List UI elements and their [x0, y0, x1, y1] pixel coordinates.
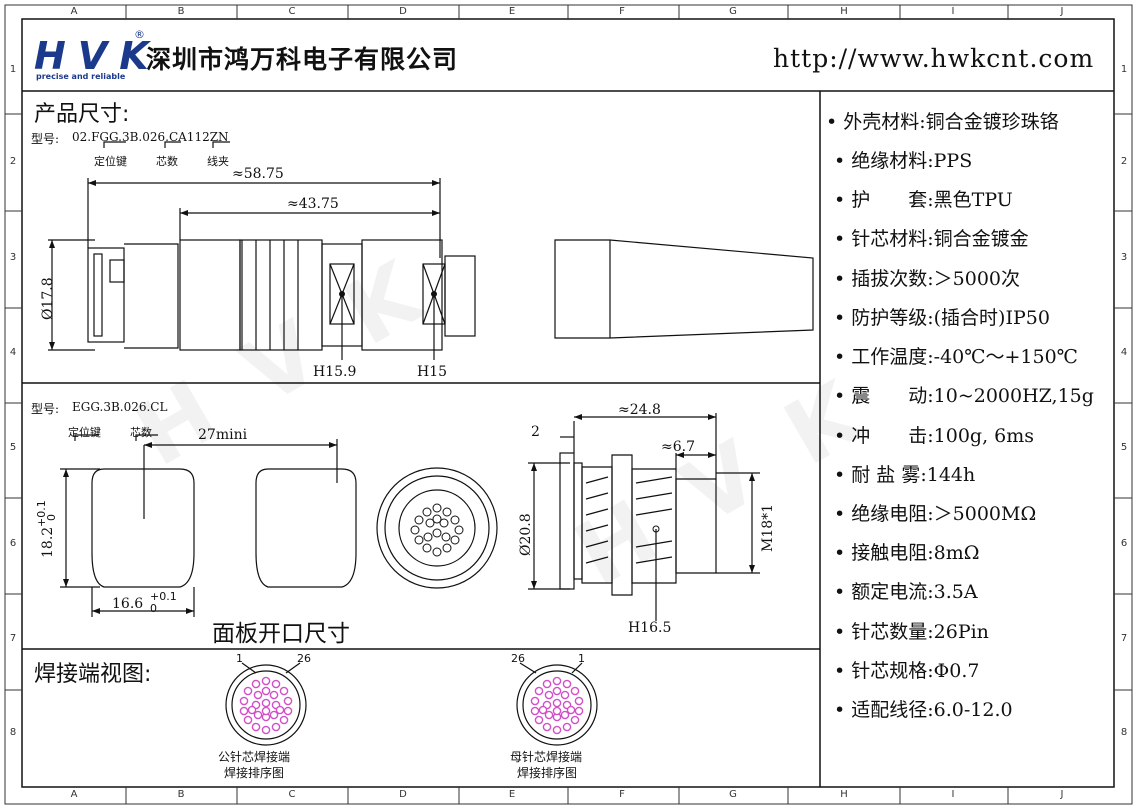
logo-text: HVK — [34, 34, 161, 78]
grid-col-label: I — [951, 789, 955, 800]
dim-cutout-width-tol-plus: +0.1 — [150, 590, 177, 603]
grid-row-label: 5 — [1120, 442, 1128, 453]
grid-col-label: E — [508, 6, 516, 17]
model-code: 02.FGG.3B.026.CA112ZN — [72, 130, 229, 144]
dim-receptacle-hex: H16.5 — [628, 620, 672, 636]
female-pin-label-1: 1 — [578, 652, 585, 665]
grid-col-label: J — [1060, 6, 1064, 17]
grid-col-label: G — [729, 6, 737, 17]
section-title-solder: 焊接端视图: — [34, 662, 152, 687]
grid-row-label: 5 — [9, 442, 17, 453]
dim-cutout-spacing: 27mini — [198, 427, 248, 443]
grid-col-label: G — [729, 789, 737, 800]
grid-row-label: 1 — [9, 64, 17, 75]
grid-row-label: 8 — [1120, 727, 1128, 738]
grid-row-label: 1 — [1120, 64, 1128, 75]
female-caption-1: 母针芯焊接端 — [510, 750, 583, 764]
spec-vibration: • 震 动:10~2000HZ,15g — [834, 385, 1094, 407]
female-caption-2: 焊接排序图 — [517, 766, 578, 780]
grid-col-label: C — [288, 6, 296, 17]
spec-sleeve: • 护 套:黑色TPU — [834, 189, 1013, 211]
dim-hex-1: H15.9 — [313, 364, 357, 380]
grid-col-label: D — [399, 789, 407, 800]
grid-col-label: D — [399, 6, 407, 17]
dim-cutout-width-tol-minus: 0 — [150, 602, 157, 615]
spec-contact-resistance: • 接触电阻:8mΩ — [834, 542, 980, 564]
panel-callout-key: 定位键 — [68, 426, 101, 439]
spec-shell-material: • 外壳材料:铜合金镀珍珠铬 — [826, 111, 1059, 133]
company-logo: HVK ® precise and reliable — [34, 28, 161, 81]
grid-row-label: 3 — [1120, 252, 1128, 263]
grid-col-label: B — [177, 789, 185, 800]
callout-key: 定位键 — [94, 155, 127, 168]
dim-cutout-width: 16.6 — [112, 596, 144, 612]
dim-receptacle-length: ≈24.8 — [618, 402, 661, 418]
male-caption-1: 公针芯焊接端 — [218, 750, 291, 764]
female-pin-array — [530, 676, 584, 735]
grid-row-label: 8 — [9, 727, 17, 738]
grid-row-label: 4 — [9, 347, 17, 358]
callout-cores: 芯数 — [156, 155, 178, 168]
male-pin-label-1: 1 — [236, 652, 243, 665]
spec-pin-size: • 针芯规格:Φ0.7 — [834, 660, 980, 682]
company-name: 深圳市鸿万科电子有限公司 — [146, 45, 459, 74]
grid-row-label: 4 — [1120, 347, 1128, 358]
panel-model-prefix: 型号: — [31, 402, 60, 416]
spec-shock: • 冲 击:100g, 6ms — [834, 425, 1035, 447]
dim-flange: 2 — [531, 424, 540, 440]
grid-row-label: 6 — [1120, 538, 1128, 549]
section-title-product: 产品尺寸: — [34, 102, 130, 127]
male-pin-label-26: 26 — [297, 652, 311, 665]
spec-temperature: • 工作温度:-40℃～+150℃ — [834, 346, 1078, 368]
spec-pin-material: • 针芯材料:铜合金镀金 — [834, 228, 1029, 250]
spec-mating-cycles: • 插拔次数:＞5000次 — [834, 268, 1021, 290]
plug-drawing — [48, 141, 814, 360]
spec-insulation-material: • 绝缘材料:PPS — [834, 150, 973, 172]
grid-col-label: A — [70, 6, 78, 17]
solder-views — [225, 662, 598, 746]
grid-row-label: 7 — [9, 633, 17, 644]
grid-col-label: A — [70, 789, 78, 800]
spec-cable-diameter: • 适配线径:6.0-12.0 — [834, 699, 1013, 721]
company-url[interactable]: http://www.hwkcnt.com — [773, 44, 1095, 73]
grid-row-label: 2 — [1120, 156, 1128, 167]
model-prefix: 型号: — [31, 132, 60, 146]
grid-row-label: 6 — [9, 538, 17, 549]
panel-cutout-caption: 面板开口尺寸 — [212, 621, 350, 647]
spec-pin-count: • 针芯数量:26Pin — [834, 621, 989, 643]
grid-col-label: H — [840, 789, 848, 800]
spec-insulation-resistance: • 绝缘电阻:＞5000MΩ — [834, 503, 1037, 525]
grid-col-label: F — [619, 6, 625, 17]
registered-mark: ® — [134, 28, 145, 41]
grid-col-label: E — [508, 789, 516, 800]
grid-row-label: 3 — [9, 252, 17, 263]
callout-clamp: 线夹 — [207, 155, 229, 168]
grid-row-label: 7 — [1120, 633, 1128, 644]
logo-tagline: precise and reliable — [36, 72, 126, 81]
grid-col-label: J — [1060, 789, 1064, 800]
dim-tail: ≈6.7 — [661, 439, 695, 455]
grid-col-label: B — [177, 6, 185, 17]
male-caption-2: 焊接排序图 — [224, 766, 285, 780]
receptacle-drawing — [60, 413, 760, 621]
dim-hex-2: H15 — [417, 364, 448, 380]
spec-salt-spray: • 耐 盐 雾:144h — [834, 464, 976, 486]
dim-body-length: ≈43.75 — [287, 196, 339, 212]
grid-col-label: I — [951, 6, 955, 17]
female-pin-label-26: 26 — [511, 652, 525, 665]
dim-total-length: ≈58.75 — [232, 166, 284, 182]
spec-rated-current: • 额定电流:3.5A — [834, 581, 978, 603]
male-pin-array — [239, 676, 293, 735]
spec-protection: • 防护等级:(插合时)IP50 — [834, 307, 1050, 329]
panel-model-code: EGG.3B.026.CL — [72, 400, 168, 414]
grid-col-label: C — [288, 789, 296, 800]
grid-col-label: H — [840, 6, 848, 17]
grid-row-label: 2 — [9, 156, 17, 167]
grid-col-label: F — [619, 789, 625, 800]
